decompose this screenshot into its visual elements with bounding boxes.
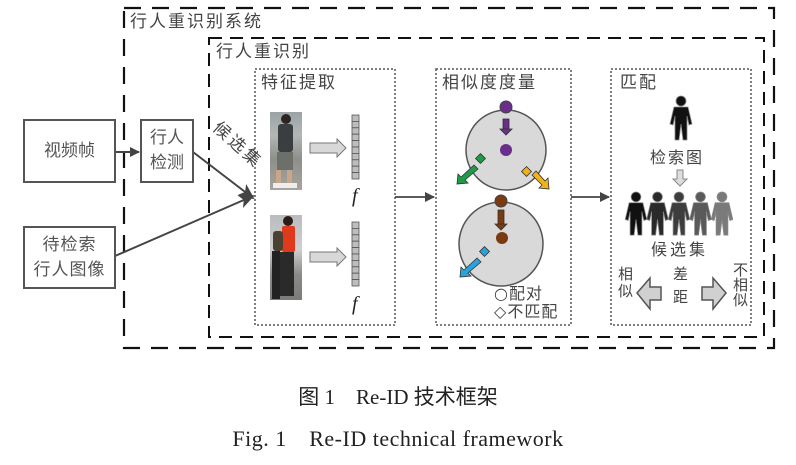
similarity-box [435, 68, 572, 326]
query-person-figure [669, 95, 693, 141]
feature-vector-cell [351, 240, 360, 248]
candidates-label: 候选集 [651, 240, 709, 259]
reid-label: 行人重识别 [216, 42, 311, 62]
mismatch-point-yellow [520, 165, 533, 178]
video-frame-box: 视频帧 [23, 119, 116, 183]
feature-symbol-2: f [352, 293, 358, 315]
feature-symbol-1: f [352, 185, 358, 207]
query-person-icon [669, 95, 693, 141]
arrow-detection-to-feature [192, 151, 255, 200]
legend-circle-icon: ○ [494, 284, 509, 303]
matching-box [610, 68, 752, 326]
right-arrow-icon [701, 275, 727, 312]
feature-vector-cell [351, 165, 360, 173]
feature-vector-2 [351, 221, 360, 287]
feature-vector-cell [351, 221, 360, 229]
system-label: 行人重识别系统 [130, 12, 263, 32]
pedestrian-detection-label: 行人 检测 [150, 128, 184, 173]
candidate-persons [624, 191, 734, 236]
feature-vector-cell [351, 133, 360, 141]
similarity-disc-1 [456, 100, 550, 191]
mismatch-arrow-blue [459, 257, 482, 278]
feature-vector-cell [351, 266, 360, 274]
video-frame-label: 视频帧 [44, 140, 95, 161]
feature-vector-cell [351, 253, 360, 261]
feature-vector-cell [351, 140, 360, 148]
down-arrow-icon [671, 169, 689, 187]
legend-pair: ○配对 [494, 284, 543, 303]
feature-vector-cell [351, 152, 360, 161]
similar-label: 相似 [616, 266, 634, 300]
feature-extraction-title: 特征提取 [261, 73, 337, 93]
query-image-box: 待检索 行人图像 [23, 226, 116, 289]
gap-label: 差距 [671, 266, 689, 312]
pair-point-top [499, 100, 513, 114]
dissimilar-label: 不相似 [731, 262, 749, 307]
mismatch-point-green [474, 152, 487, 165]
feature-vector-cell [351, 234, 360, 242]
pedestrian-detection-box: 行人 检测 [140, 119, 194, 183]
left-arrow-icon [636, 275, 662, 312]
feature-vector-cell [351, 121, 360, 129]
mismatch-arrow-green [456, 164, 479, 185]
pair-point-center [496, 232, 508, 244]
candidate-photo [270, 112, 302, 190]
system-boundary [122, 6, 776, 350]
feature-transform-arrow-2 [309, 246, 347, 268]
feature-transform-arrow-1 [309, 137, 347, 159]
caption-en: Fig. 1 Re-ID technical framework [232, 426, 564, 451]
feature-vector-cell [351, 247, 360, 255]
mismatch-point-blue [478, 245, 491, 258]
reid-boundary [208, 37, 765, 338]
pair-point-top [494, 194, 508, 208]
candidate-person-4 [689, 191, 712, 236]
mismatch-arrow-yellow [531, 170, 550, 190]
feature-vector-cell [351, 146, 360, 154]
candidate-person-2 [646, 191, 669, 236]
feature-vector-cell [351, 114, 360, 122]
feature-vector-cell [351, 172, 360, 180]
query-photo [270, 215, 302, 300]
legend-mismatch-label: 不匹配 [507, 302, 559, 321]
query-image-label: 待检索 行人图像 [33, 234, 106, 280]
legend-pair-label: 配对 [508, 284, 543, 303]
candidate-person-5 [710, 191, 734, 236]
feature-vector-cell [351, 259, 360, 268]
candidate-person-1 [624, 191, 648, 236]
caption-cn: 图 1 Re-ID 技术框架 [298, 385, 498, 409]
candidate-person-3 [667, 191, 691, 236]
similarity-title: 相似度度量 [442, 73, 537, 93]
pair-point-center [500, 144, 512, 156]
feature-vector-1 [351, 114, 360, 180]
query-image-label: 检索图 [650, 148, 705, 167]
legend-mismatch: ◇不匹配 [494, 302, 558, 321]
feature-vector-cell [351, 159, 360, 167]
feature-vector-cell [351, 227, 360, 236]
feature-vector-cell [351, 272, 360, 281]
legend-diamond-icon: ◇ [494, 302, 508, 321]
arrow-query-to-feature [114, 195, 255, 257]
feature-vector-cell [351, 279, 360, 287]
feature-vector-cell [351, 127, 360, 135]
matching-title: 匹配 [620, 73, 658, 93]
similarity-disc-2 [458, 194, 544, 287]
